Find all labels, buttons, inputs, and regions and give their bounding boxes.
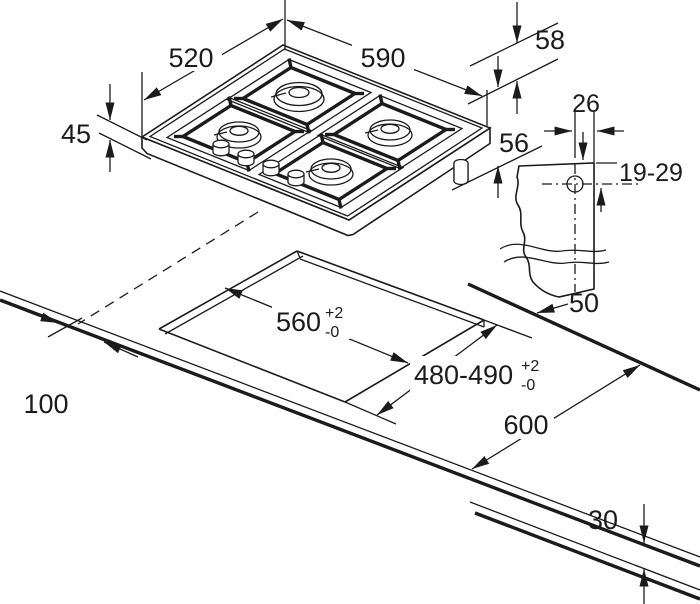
ext-58-upper <box>469 22 559 67</box>
cutout-width-tol-minus: -0 <box>325 324 339 341</box>
front-clearance-arrow-upper <box>25 310 59 324</box>
cutout-width-label: 560 <box>276 307 321 337</box>
ext-45-lower <box>98 132 152 160</box>
cutout-depth-tol-plus: +2 <box>521 358 539 375</box>
knob-4 <box>287 169 305 187</box>
hob <box>140 44 492 237</box>
ext-58-lower <box>467 58 559 105</box>
knob-3 <box>262 159 280 177</box>
worktop-front-top-edge <box>0 290 700 558</box>
worktop-dimensions: 560 +2 -0 480-490 +2 -0 600 100 50 30 <box>23 287 649 604</box>
worktop-section-piece <box>515 162 595 298</box>
cutout-width-tol-plus: +2 <box>325 305 343 322</box>
front-thickness-label: 30 <box>588 505 618 535</box>
hob-rear-height-label: 58 <box>535 25 565 55</box>
hob-front-height-label: 45 <box>61 119 91 149</box>
hob-depth-label: 520 <box>168 43 213 73</box>
break-line-upper <box>499 243 607 253</box>
hob-dimensions: 520 590 58 56 45 <box>61 0 565 198</box>
knob-1 <box>212 139 230 157</box>
label-bg <box>498 411 554 439</box>
label-bg <box>272 303 350 339</box>
worktop-front-bottom-edge <box>469 501 700 591</box>
worktop-depth-label: 600 <box>503 410 548 440</box>
worktop-front-bottom-heavy <box>474 511 700 601</box>
break-line-lower <box>503 256 610 265</box>
burner-rear-right <box>316 94 464 170</box>
fixing-detail: 26 19-29 <box>499 90 683 298</box>
ext-45-upper <box>96 114 148 141</box>
front-clearance-label: 100 <box>23 389 68 419</box>
cutout-corner-tick <box>296 250 301 259</box>
label-bg <box>352 41 414 71</box>
hole-depth-label: 19-29 <box>619 159 683 187</box>
front-edge-helper-segment <box>47 317 83 338</box>
control-knobs <box>212 139 305 187</box>
cutout-rear-right-edge <box>296 250 485 321</box>
worktop-depth-dim-line <box>471 364 641 470</box>
cutout-depth-tol-minus: -0 <box>521 377 535 394</box>
burner-front-right <box>257 133 405 209</box>
worktop-rear-edge <box>467 282 700 392</box>
label-bg <box>410 356 562 392</box>
cutout-front-left-edge <box>158 328 346 403</box>
cutout-depth-label: 480-490 <box>414 360 513 390</box>
hole-offset-label: 26 <box>572 90 600 118</box>
cutout-ext-front <box>344 401 397 425</box>
cutout-ext-rear <box>483 319 533 339</box>
hob-total-height-label: 56 <box>499 128 529 158</box>
hob-leg <box>453 158 469 186</box>
rear-clearance-leader <box>536 303 569 314</box>
projection-dashed-line <box>77 211 259 325</box>
hob-width-label: 590 <box>360 43 405 73</box>
knob-2 <box>237 149 255 167</box>
label-bg <box>160 41 222 71</box>
front-clearance-arrow-lower <box>103 341 139 358</box>
